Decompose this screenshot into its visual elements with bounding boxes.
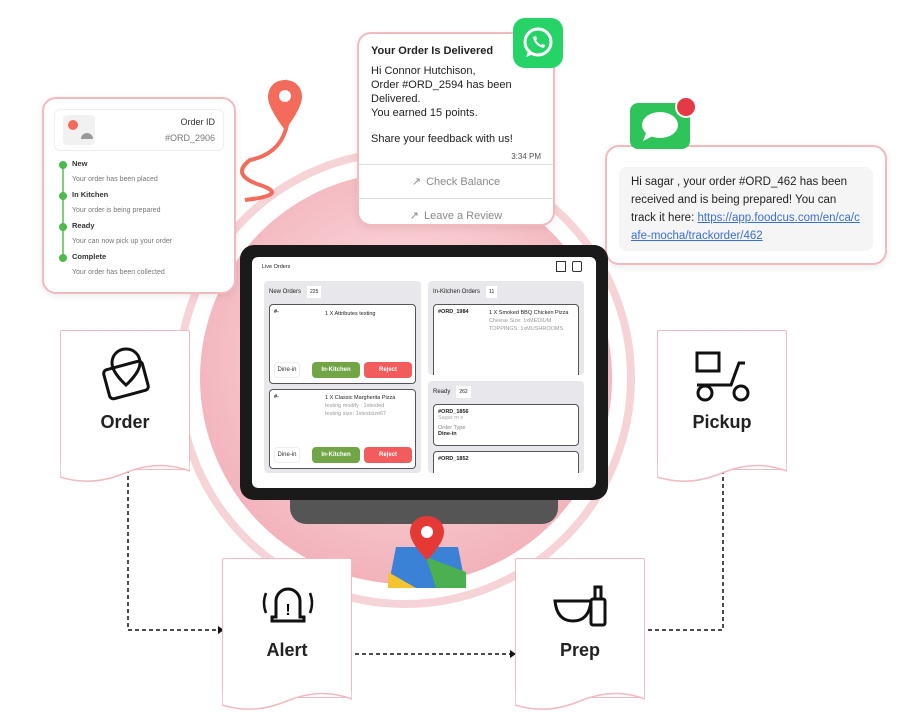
leave-review-button[interactable]: ↗Leave a Review [359, 198, 553, 232]
order-card[interactable]: #ORD_1852 [433, 451, 579, 473]
count-badge: 262 [456, 386, 471, 398]
step-label: Alert [266, 640, 308, 660]
sms-message-card: Hi sagar , your order #ORD_462 has been … [605, 145, 887, 265]
step-label: Pickup [692, 412, 752, 432]
in-kitchen-button[interactable]: In-Kitchen [312, 362, 360, 378]
mortar-bottle-icon [553, 585, 607, 627]
order-id-label: Order ID [180, 117, 215, 127]
dine-in-tag: Dine-in [274, 447, 300, 463]
reject-button[interactable]: Reject [364, 447, 412, 463]
check-balance-button[interactable]: ↗Check Balance [359, 164, 553, 198]
order-card[interactable]: #-1 X Attributes testing Dine-in In-Kitc… [269, 304, 416, 384]
step-label: Order [100, 412, 150, 432]
map-pin-icon [388, 516, 466, 588]
order-phone-icon [102, 347, 150, 401]
sms-logo-icon [630, 103, 690, 149]
flow-step-prep: Prep [514, 558, 645, 710]
notification-badge [675, 96, 697, 118]
message-title: Your Order Is Delivered [371, 45, 494, 57]
flow-step-pickup: Pickup [656, 330, 787, 482]
message-line: Share your feedback with us! [371, 133, 513, 145]
in-kitchen-button[interactable]: In-Kitchen [312, 447, 360, 463]
location-pin-icon [268, 80, 302, 130]
step-label: Prep [559, 640, 601, 660]
receipt-icon[interactable] [556, 261, 566, 272]
svg-text:!: ! [285, 602, 290, 619]
reject-button[interactable]: Reject [364, 362, 412, 378]
external-link-icon: ↗ [411, 175, 422, 188]
sms-text: Hi sagar , your order #ORD_462 has been … [631, 176, 848, 224]
count-badge: 225 [307, 286, 322, 298]
external-link-icon: ↗ [409, 209, 419, 222]
whatsapp-logo-icon [513, 18, 563, 68]
flow-step-order: Order [59, 330, 190, 482]
delivery-icon [63, 115, 95, 145]
arrow-prep-pickup [648, 462, 724, 631]
message-line: You earned 15 points. [371, 107, 478, 119]
count-badge: 11 [486, 286, 498, 298]
message-line: Hi Connor Hutchison, [371, 65, 476, 77]
track-order-link[interactable]: https://app.foodcus.com/en/ca/cafe-mocha… [631, 212, 860, 242]
alarm-bell-icon: ! [262, 587, 314, 623]
logout-icon[interactable] [572, 261, 582, 272]
flow-step-alert: ! Alert [221, 558, 352, 710]
screen-title: Live Orders [262, 264, 291, 270]
arrow-order-alert [127, 462, 218, 631]
message-line: Order #ORD_2594 has been Delivered. [371, 79, 512, 105]
message-time: 3:34 PM [511, 152, 541, 161]
dine-in-tag: Dine-in [274, 362, 300, 378]
order-id: #ORD_2906 [164, 133, 215, 143]
delivery-scooter-icon [695, 351, 750, 402]
